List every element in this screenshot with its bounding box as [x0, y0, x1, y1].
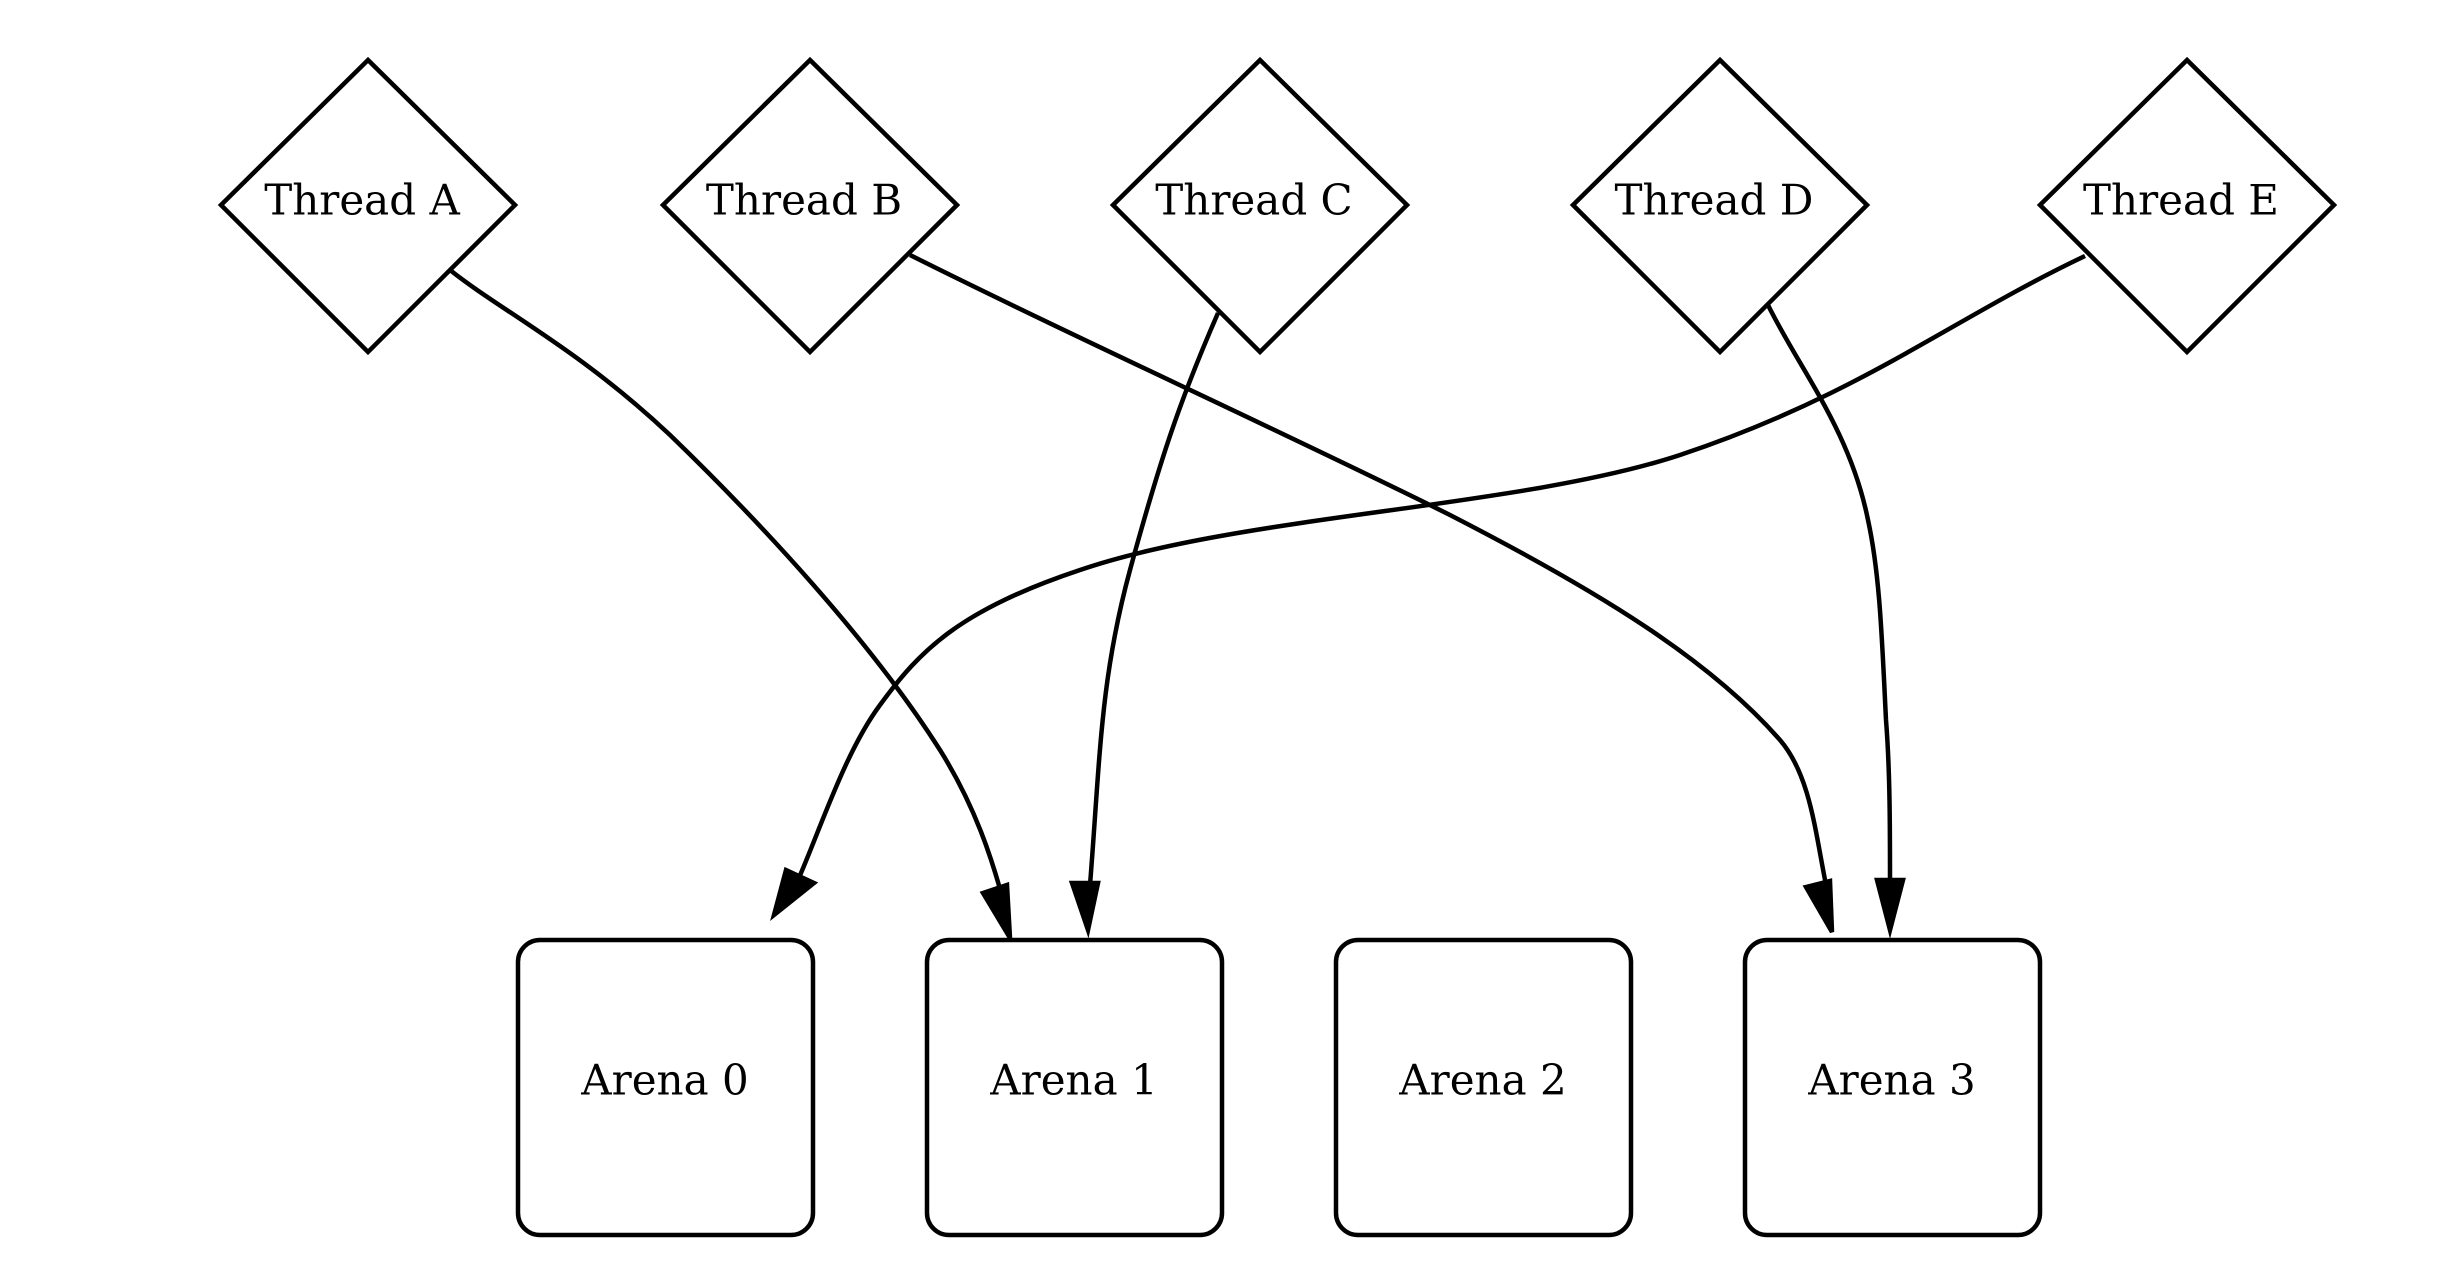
thread-label: Thread A [264, 176, 460, 225]
arena-label: Arena 2 [1398, 1056, 1566, 1105]
arena-node-0[interactable]: Arena 0 [515, 937, 816, 1238]
arena-nodes: Arena 0 Arena 1 Arena 2 Arena 3 [515, 937, 2043, 1238]
edge-thread-a-to-arena-1 [448, 268, 1008, 908]
rounded-box-shape [1742, 937, 2043, 1238]
diamond-shape [1569, 56, 1871, 356]
diamond-shape [1109, 56, 1411, 356]
arrowhead-thread-e-to-arena-0 [770, 866, 819, 922]
rounded-box-shape [924, 937, 1225, 1238]
edges [448, 252, 2086, 940]
thread-label: Thread E [2083, 176, 2279, 225]
thread-label: Thread C [1155, 176, 1352, 225]
arena-node-3[interactable]: Arena 3 [1742, 937, 2043, 1238]
rounded-box-shape [1333, 937, 1634, 1238]
diamond-shape [2036, 56, 2338, 356]
thread-node-b[interactable]: Thread B [659, 56, 961, 356]
thread-label: Thread B [706, 176, 902, 225]
arena-label: Arena 1 [989, 1056, 1157, 1105]
rounded-box-shape [515, 937, 816, 1238]
arrowhead-thread-b-to-arena-3 [1802, 878, 1835, 934]
edge-thread-d-to-arena-3 [1765, 304, 1893, 881]
thread-label: Thread D [1615, 176, 1814, 225]
diamond-shape [217, 56, 519, 356]
thread-node-a[interactable]: Thread A [217, 56, 519, 356]
arrowhead-thread-d-to-arena-3 [1874, 877, 1906, 939]
arena-node-2[interactable]: Arena 2 [1333, 937, 1634, 1238]
diamond-shape [659, 56, 961, 356]
thread-nodes: Thread A Thread B Thread C Thread D Thre… [217, 56, 2338, 356]
arena-label: Arena 0 [580, 1056, 748, 1105]
arena-label: Arena 3 [1807, 1056, 1975, 1105]
edge-thread-e-to-arena-0 [795, 253, 2086, 881]
arrowhead-thread-a-to-arena-1 [979, 881, 1013, 940]
thread-node-c[interactable]: Thread C [1109, 56, 1411, 356]
arena-node-1[interactable]: Arena 1 [924, 937, 1225, 1238]
edge-thread-c-to-arena-1 [1087, 312, 1221, 886]
thread-node-e[interactable]: Thread E [2036, 56, 2338, 356]
edge-thread-b-to-arena-3 [908, 252, 1829, 886]
thread-node-d[interactable]: Thread D [1569, 56, 1871, 356]
arrowhead-thread-c-to-arena-1 [1068, 880, 1101, 939]
